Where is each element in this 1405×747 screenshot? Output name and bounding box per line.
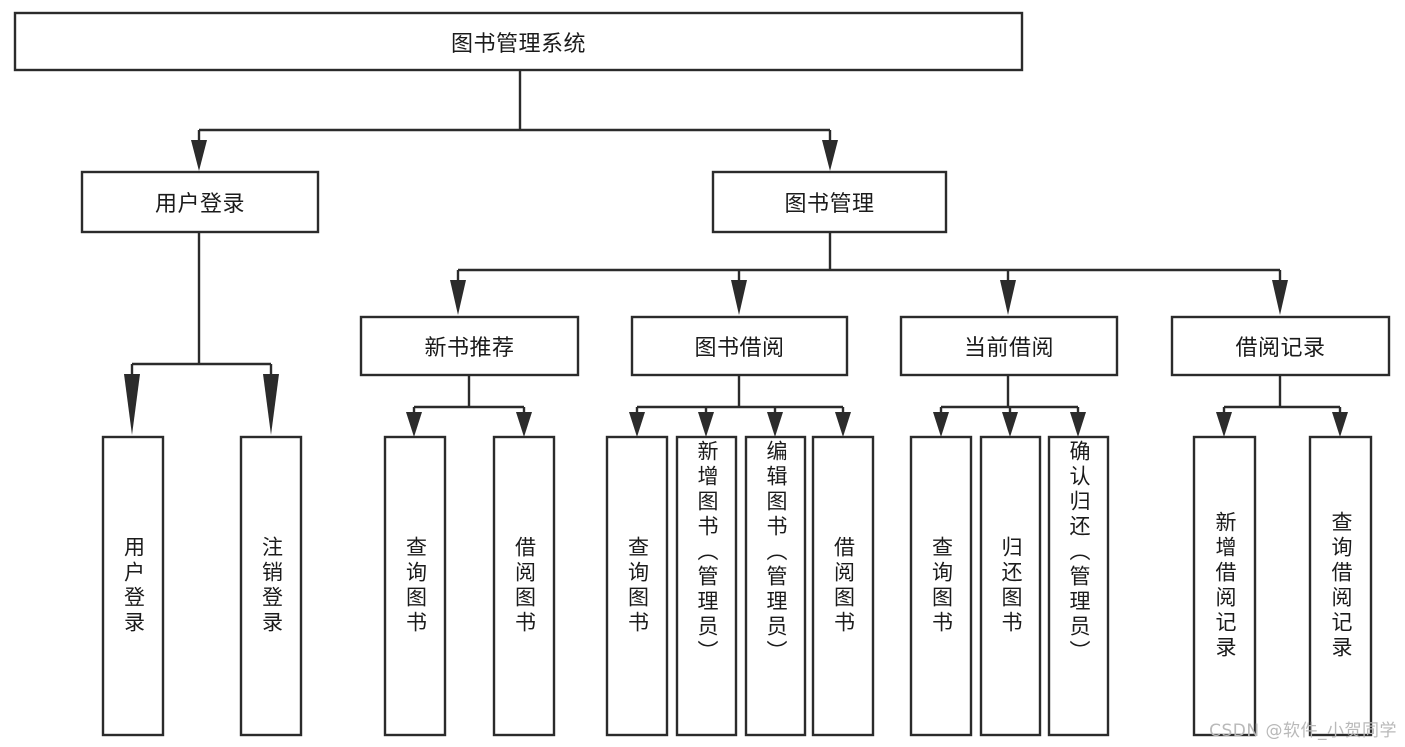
- arrow-head-leaf-borrow-book-2: [835, 412, 851, 437]
- arrow-head-book-manage: [822, 140, 838, 171]
- arrow-head-current-borrow: [1000, 280, 1016, 315]
- node-box-leaf-query-book-2[interactable]: [605, 435, 669, 737]
- node-box-new-book-rec[interactable]: [359, 315, 580, 377]
- edge-group-borrow-record: [1216, 375, 1348, 437]
- arrow-head-borrow-record: [1272, 280, 1288, 315]
- arrow-head-leaf-query-book-2: [629, 412, 645, 437]
- node-box-leaf-confirm-return[interactable]: [1047, 435, 1110, 737]
- arrow-head-leaf-confirm-return: [1070, 412, 1086, 437]
- edge-group-new-book-rec: [406, 375, 532, 437]
- node-box-leaf-user-login[interactable]: [101, 435, 165, 737]
- edge-group-user-login: [124, 232, 279, 435]
- node-box-leaf-query-book-1[interactable]: [383, 435, 447, 737]
- node-box-leaf-borrow-book-2[interactable]: [811, 435, 875, 737]
- edge-group-book-manage: [450, 232, 1288, 315]
- node-box-borrow-record[interactable]: [1170, 315, 1391, 377]
- edge-group-current-borrow: [933, 375, 1086, 437]
- arrow-head-leaf-query-book-3: [933, 412, 949, 437]
- node-box-root[interactable]: [13, 11, 1024, 72]
- arrow-head-leaf-return-book: [1002, 412, 1018, 437]
- node-box-leaf-logout[interactable]: [239, 435, 303, 737]
- arrow-head-leaf-edit-book: [767, 412, 783, 437]
- node-box-leaf-query-book-3[interactable]: [909, 435, 973, 737]
- arrow-head-user-login: [191, 140, 207, 171]
- arrow-head-leaf-borrow-book-1: [516, 412, 532, 437]
- node-box-leaf-return-book[interactable]: [979, 435, 1042, 737]
- arrow-head-new-book-rec: [450, 280, 466, 315]
- node-box-user-login[interactable]: [80, 170, 320, 234]
- arrow-head-leaf-user-login: [124, 374, 140, 435]
- arrow-head-book-borrow: [731, 280, 747, 315]
- node-box-book-borrow[interactable]: [630, 315, 849, 377]
- arrow-head-leaf-logout: [263, 374, 279, 435]
- edge-group-book-borrow: [629, 375, 851, 437]
- arrow-head-leaf-query-book-1: [406, 412, 422, 437]
- edge-group-root: [191, 70, 838, 171]
- arrow-head-leaf-query-record: [1332, 412, 1348, 437]
- node-box-leaf-borrow-book-1[interactable]: [492, 435, 556, 737]
- node-box-leaf-query-record[interactable]: [1308, 435, 1373, 737]
- node-box-leaf-add-book[interactable]: [675, 435, 738, 737]
- node-box-book-manage[interactable]: [711, 170, 948, 234]
- arrow-head-leaf-add-book: [698, 412, 714, 437]
- arrow-head-leaf-add-record: [1216, 412, 1232, 437]
- node-box-current-borrow[interactable]: [899, 315, 1119, 377]
- node-box-leaf-add-record[interactable]: [1192, 435, 1257, 737]
- node-box-leaf-edit-book[interactable]: [744, 435, 807, 737]
